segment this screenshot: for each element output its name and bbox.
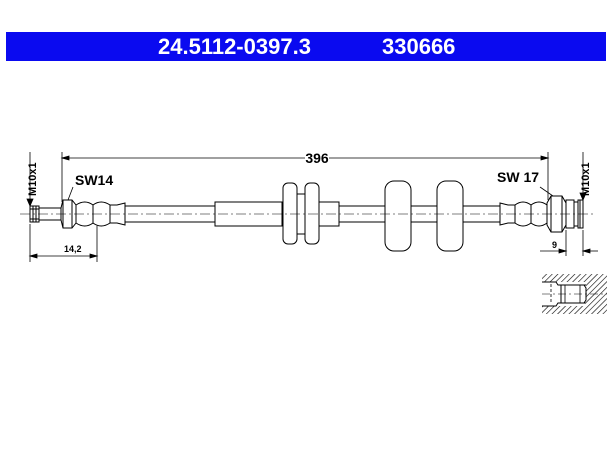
left-fitting-length-label: 14,2: [64, 244, 82, 254]
port-detail: [542, 274, 607, 314]
hose-body: [20, 180, 595, 252]
title-bar: 24.5112-0397.3 330666: [6, 32, 606, 61]
left-wrench-label: SW14: [75, 172, 113, 188]
thread-leaders: [26, 152, 587, 208]
right-fitting: [499, 195, 584, 233]
length-label: 396: [305, 150, 329, 166]
dimension-left-fitting: [28, 224, 99, 262]
right-thread-label: M10x1: [580, 162, 592, 196]
right-wrench-label: SW 17: [497, 169, 539, 185]
dimension-length: [60, 152, 550, 202]
right-fitting-length-label: 9: [552, 240, 557, 250]
left-thread-label: M10x1: [27, 162, 39, 196]
dimension-right-fitting: [540, 230, 598, 256]
left-fitting: [29, 199, 126, 229]
part-number: 24.5112-0397.3: [158, 34, 311, 59]
ref-number: 330666: [382, 34, 456, 59]
